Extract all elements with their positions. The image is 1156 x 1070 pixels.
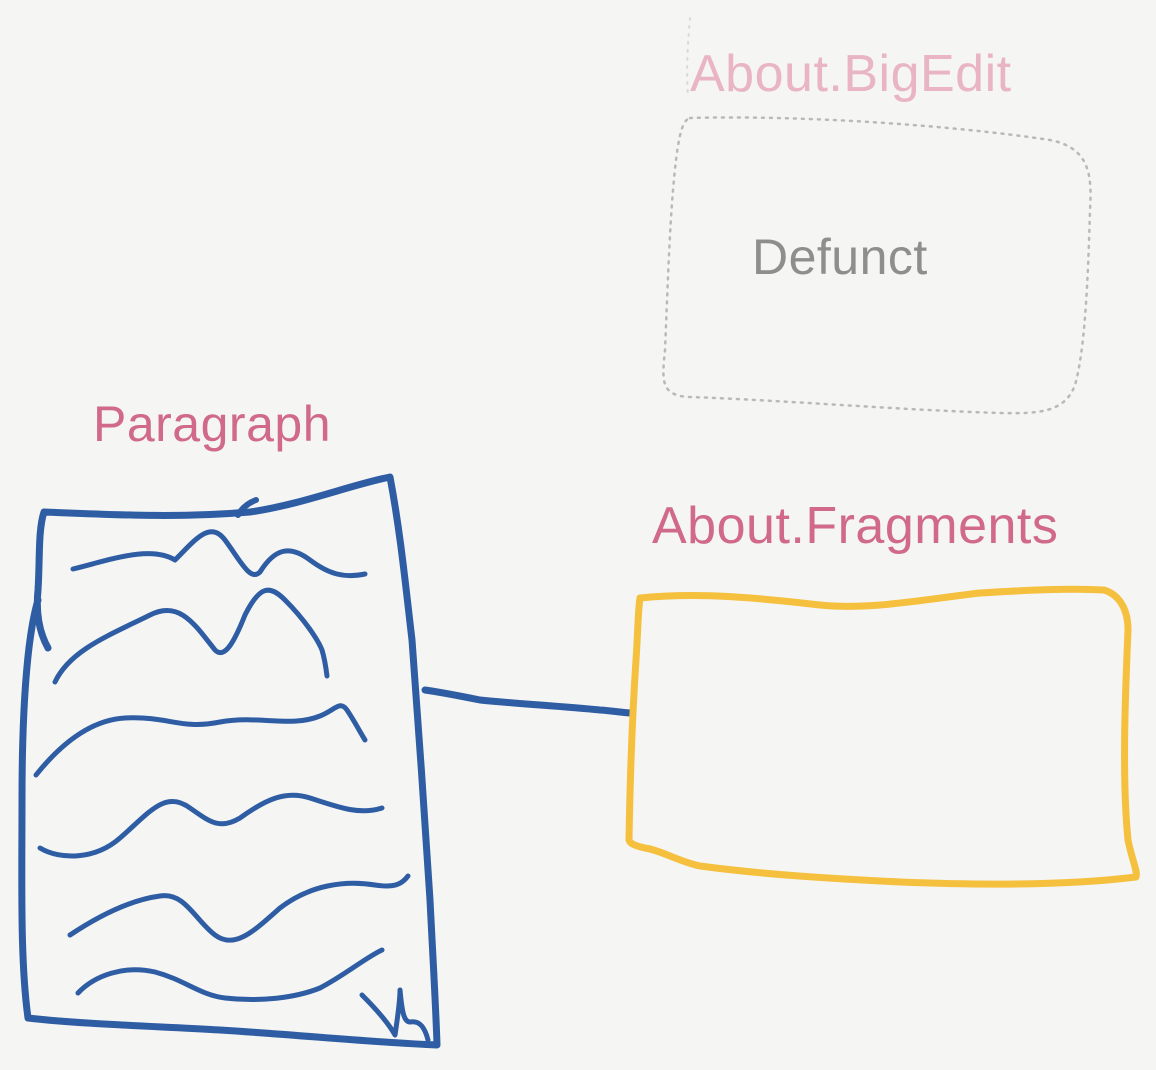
fragments-label: About.Fragments (652, 497, 1059, 555)
bigedit-dotted-box (662, 116, 1092, 415)
fragments-box (625, 585, 1140, 888)
squiggle-line-5 (67, 873, 411, 943)
paragraph-squiggles (33, 529, 431, 1043)
squiggle-line-4 (37, 792, 385, 859)
paragraph-page-outline (18, 473, 441, 1049)
squiggle-line-1 (70, 529, 368, 579)
paragraph-label: Paragraph (93, 396, 331, 452)
squiggle-line-6 (75, 947, 385, 1002)
paragraph-top-flick (235, 497, 259, 518)
paragraph-to-fragments-connector (421, 686, 636, 717)
squiggle-line-3 (33, 703, 368, 778)
paragraph-corner-mark (359, 987, 431, 1043)
squiggle-line-2 (52, 587, 330, 685)
bigedit-label: About.BigEdit (690, 45, 1012, 103)
defunct-status-text: Defunct (752, 229, 928, 285)
